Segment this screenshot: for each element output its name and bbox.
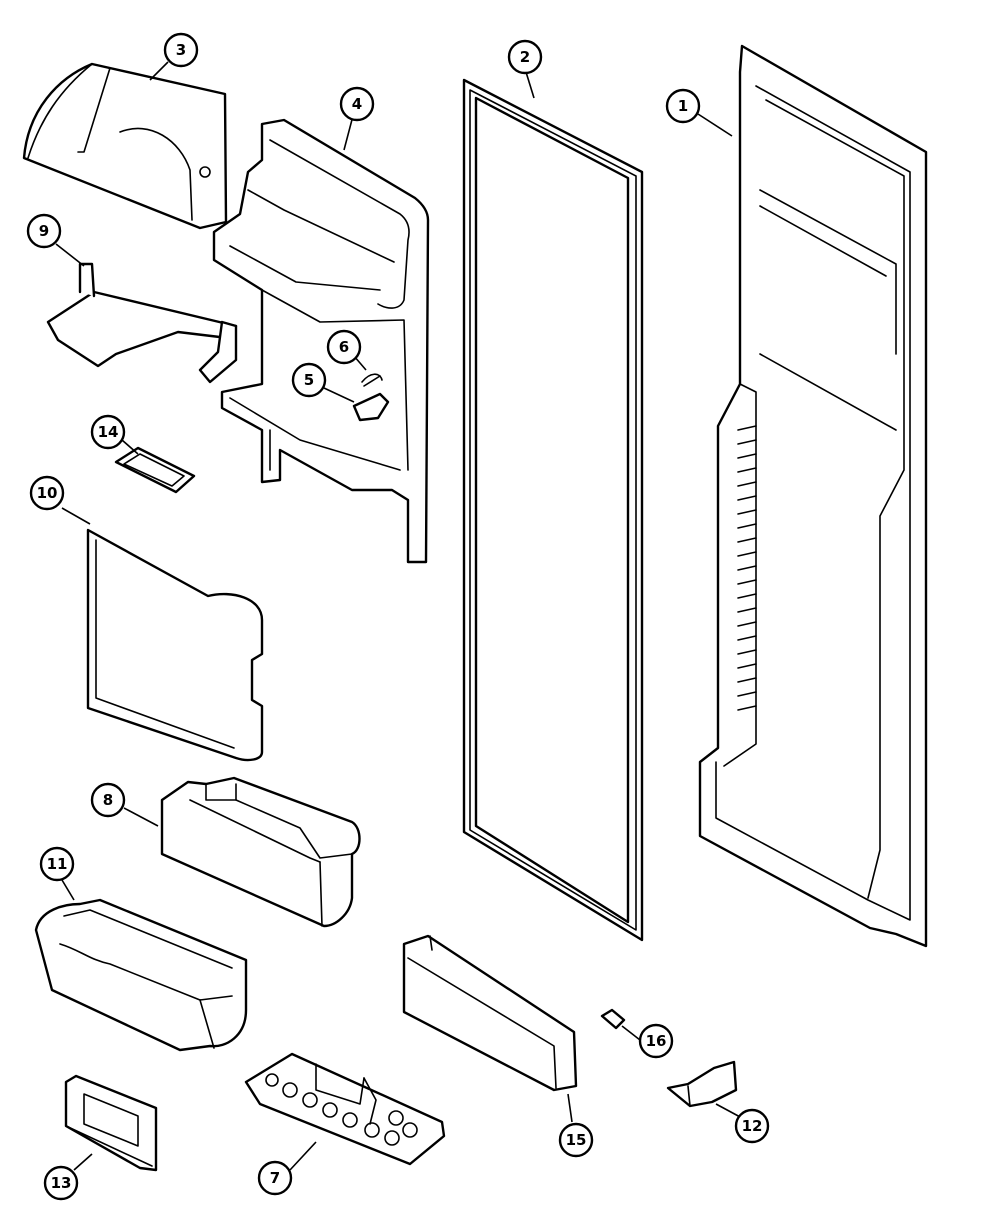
callout-6: 6 [326, 329, 362, 365]
svg-text:11: 11 [47, 855, 68, 873]
callout-2: 2 [507, 39, 543, 75]
part-2-door-gasket [462, 78, 644, 942]
svg-text:4: 4 [352, 95, 362, 113]
callout-12: 12 [734, 1108, 770, 1144]
svg-text:15: 15 [566, 1131, 587, 1149]
svg-text:3: 3 [176, 41, 186, 59]
part-16-plug [600, 1008, 626, 1030]
callout-8: 8 [90, 782, 126, 818]
callout-13: 13 [43, 1165, 79, 1201]
part-9-shelf-bracket [46, 262, 238, 384]
svg-text:2: 2 [520, 48, 530, 66]
svg-text:12: 12 [742, 1117, 763, 1135]
svg-text:16: 16 [646, 1032, 667, 1050]
svg-text:10: 10 [37, 484, 58, 502]
callout-9: 9 [26, 213, 62, 249]
shelf-slots [737, 425, 757, 711]
svg-text:7: 7 [270, 1169, 280, 1187]
svg-text:5: 5 [304, 371, 314, 389]
callout-10: 10 [29, 475, 65, 511]
callout-5: 5 [291, 362, 327, 398]
svg-text:6: 6 [339, 338, 349, 356]
svg-text:9: 9 [39, 222, 49, 240]
svg-text:8: 8 [103, 791, 113, 809]
svg-text:14: 14 [98, 423, 119, 441]
part-4-dairy-compartment [212, 118, 430, 564]
part-8-door-bin [160, 776, 361, 928]
part-14-small-tray [114, 446, 196, 494]
callout-3: 3 [163, 32, 199, 68]
egg-cups [265, 1073, 418, 1146]
callout-7: 7 [257, 1160, 293, 1196]
callout-4: 4 [339, 86, 375, 122]
part-13-label-holder [64, 1074, 158, 1172]
part-7-egg-tray [244, 1052, 446, 1166]
callout-1: 1 [665, 88, 701, 124]
part-11-door-bin-lower [34, 898, 248, 1052]
callout-15: 15 [558, 1122, 594, 1158]
part-12-bin-clip [666, 1060, 738, 1108]
part-15-door-shelf-bar [402, 934, 578, 1092]
part-10-door-panel [86, 528, 264, 762]
svg-text:1: 1 [678, 97, 688, 115]
part-3-dairy-cover [22, 62, 228, 230]
part-1-door-liner [698, 44, 928, 948]
callout-14: 14 [90, 414, 126, 450]
part-6-spring [361, 373, 383, 387]
svg-text:13: 13 [51, 1174, 72, 1192]
part-5-hinge [352, 392, 390, 422]
callout-11: 11 [39, 846, 75, 882]
callout-16: 16 [638, 1023, 674, 1059]
